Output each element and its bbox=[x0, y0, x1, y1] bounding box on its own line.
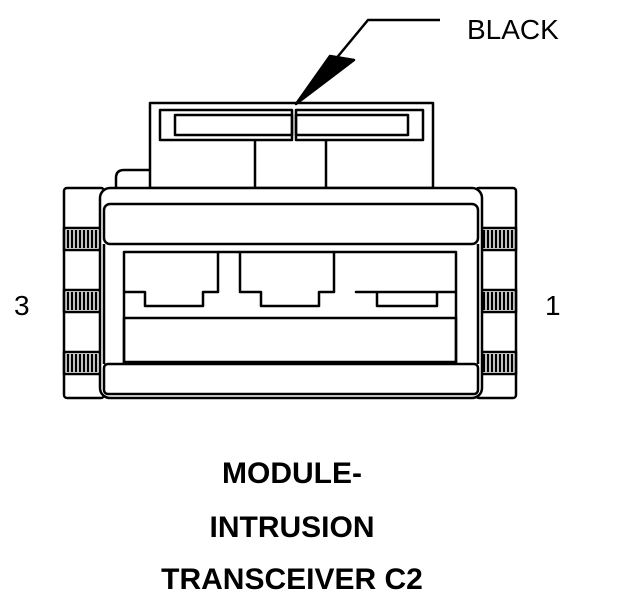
right-flange bbox=[476, 188, 516, 398]
connector-title-line-2: INTRUSION bbox=[209, 511, 375, 544]
color-callout-leader bbox=[296, 20, 440, 104]
connector-title-line-1: MODULE- bbox=[222, 457, 362, 490]
pin-number-left: 3 bbox=[14, 290, 30, 321]
pin-number-right: 1 bbox=[545, 290, 561, 321]
connector-body bbox=[100, 188, 482, 398]
connector-latch bbox=[116, 103, 433, 200]
connector-title-line-3: TRANSCEIVER C2 bbox=[161, 563, 423, 596]
terminal-cavities bbox=[124, 252, 456, 364]
left-flange bbox=[64, 188, 104, 398]
wire-color-label: BLACK bbox=[467, 14, 559, 45]
